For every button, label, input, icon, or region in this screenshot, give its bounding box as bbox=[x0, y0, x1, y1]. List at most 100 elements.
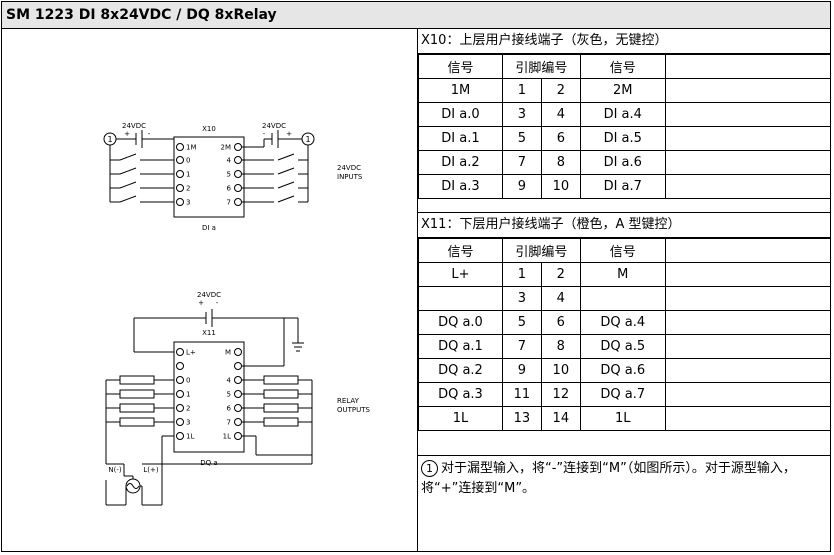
load-resistor-icon bbox=[263, 389, 299, 399]
x10-title: X10：上层用户接线端子（灰色，无键控） bbox=[418, 29, 830, 54]
table-cell: 2 bbox=[540, 262, 581, 287]
switch-contact bbox=[119, 153, 137, 161]
table-cell: L+ bbox=[418, 262, 503, 287]
load-resistor-icon bbox=[119, 389, 155, 399]
table-cell: 1M bbox=[418, 78, 503, 103]
supply-label: 24VDC bbox=[262, 122, 286, 130]
pin-label: 2 bbox=[186, 405, 190, 413]
table-cell: 11 bbox=[501, 382, 542, 407]
switch-contact bbox=[119, 167, 137, 175]
table-blank-cell bbox=[664, 286, 830, 311]
pin-label: 1M bbox=[186, 144, 197, 152]
table-cell: 1 bbox=[501, 262, 542, 287]
terminal-icon bbox=[176, 404, 184, 412]
l-label: L(+) bbox=[143, 466, 158, 474]
table-cell: 6 bbox=[540, 310, 581, 335]
pin-label: 4 bbox=[227, 377, 232, 385]
outputs-label: OUTPUTS bbox=[337, 406, 371, 414]
table-cell: DQ a.6 bbox=[579, 358, 666, 383]
terminal-icon bbox=[176, 362, 184, 370]
terminal-icon bbox=[176, 156, 184, 164]
pin-label: 5 bbox=[227, 391, 231, 399]
table-cell: 7 bbox=[501, 334, 542, 359]
x10-header-cell: 信号 bbox=[418, 54, 503, 79]
table-cell: 10 bbox=[540, 174, 581, 199]
pin-label: M bbox=[225, 349, 231, 357]
table-blank-cell bbox=[664, 310, 830, 335]
terminal-icon bbox=[176, 184, 184, 192]
table-cell: M bbox=[579, 262, 666, 287]
terminal-icon bbox=[234, 376, 242, 384]
table-cell: 2M bbox=[579, 78, 666, 103]
x11-blank-cell bbox=[664, 238, 830, 263]
inputs-label: 24VDC bbox=[337, 164, 361, 172]
table-cell: DQ a.7 bbox=[579, 382, 666, 407]
switch-contact bbox=[119, 195, 137, 203]
pin-label: 1 bbox=[186, 391, 190, 399]
x10-header-cell: 信号 bbox=[579, 54, 666, 79]
pin-label: 5 bbox=[227, 171, 231, 179]
pin-label: 2M bbox=[221, 144, 232, 152]
page-title: SM 1223 DI 8x24VDC / DQ 8xRelay bbox=[2, 2, 830, 29]
table-cell bbox=[418, 286, 503, 311]
table-cell: DI a.7 bbox=[579, 174, 666, 199]
load-resistor-icon bbox=[263, 417, 299, 427]
table-cell bbox=[579, 286, 666, 311]
x11-title: X11：下层用户接线端子（橙色，A 型键控） bbox=[418, 212, 830, 238]
pin-label: 6 bbox=[227, 405, 232, 413]
di-group-label: DI a bbox=[202, 224, 216, 232]
load-resistor-icon bbox=[119, 417, 155, 427]
terminal-icon bbox=[176, 376, 184, 384]
inputs-label: INPUTS bbox=[337, 173, 363, 181]
table-cell: 9 bbox=[501, 174, 542, 199]
callout-number: 1 bbox=[305, 135, 310, 144]
table-cell: 8 bbox=[540, 334, 581, 359]
table-cell: 1L bbox=[579, 406, 666, 431]
dq-group-label: DQ a bbox=[200, 459, 217, 467]
pin-label: 0 bbox=[186, 377, 190, 385]
table-cell: DI a.4 bbox=[579, 102, 666, 127]
switch-contact bbox=[277, 167, 295, 175]
pin-label: 4 bbox=[227, 157, 232, 165]
callout-number: 1 bbox=[107, 135, 112, 144]
switch-contact bbox=[119, 181, 137, 189]
x10-blank-cell bbox=[664, 54, 830, 79]
table-cell: 5 bbox=[501, 126, 542, 151]
note-text: 对于漏型输入，将“-”连接到“M”（如图所示）。对于源型输入，将“+”连接到“M… bbox=[421, 461, 796, 496]
table-cell: DI a.2 bbox=[418, 150, 503, 175]
table-blank-cell bbox=[664, 334, 830, 359]
terminal-icon bbox=[234, 156, 242, 164]
switch-contact bbox=[277, 181, 295, 189]
table-cell: DI a.6 bbox=[579, 150, 666, 175]
x10-label: X10 bbox=[202, 125, 216, 133]
n-label: N(-) bbox=[108, 466, 121, 474]
table-cell: 1 bbox=[501, 78, 542, 103]
terminal-icon bbox=[234, 184, 242, 192]
x11-header-row: 信号引脚编号信号 bbox=[418, 238, 830, 263]
terminal-icon bbox=[234, 348, 242, 356]
pin-label: 2 bbox=[186, 185, 190, 193]
pin-label: 1L bbox=[186, 433, 194, 441]
terminal-icon bbox=[234, 432, 242, 440]
table-blank-cell bbox=[664, 102, 830, 127]
load-resistor-icon bbox=[119, 403, 155, 413]
table-cell: DQ a.3 bbox=[418, 382, 503, 407]
table-cell: 2 bbox=[540, 78, 581, 103]
pin-label: 6 bbox=[227, 185, 232, 193]
table-cell: DI a.3 bbox=[418, 174, 503, 199]
minus-sign: - bbox=[216, 299, 219, 307]
terminal-icon bbox=[234, 418, 242, 426]
table-blank-cell bbox=[664, 358, 830, 383]
table-cell: DQ a.4 bbox=[579, 310, 666, 335]
plus-sign: + bbox=[198, 299, 204, 307]
pin-label: 1 bbox=[186, 171, 190, 179]
